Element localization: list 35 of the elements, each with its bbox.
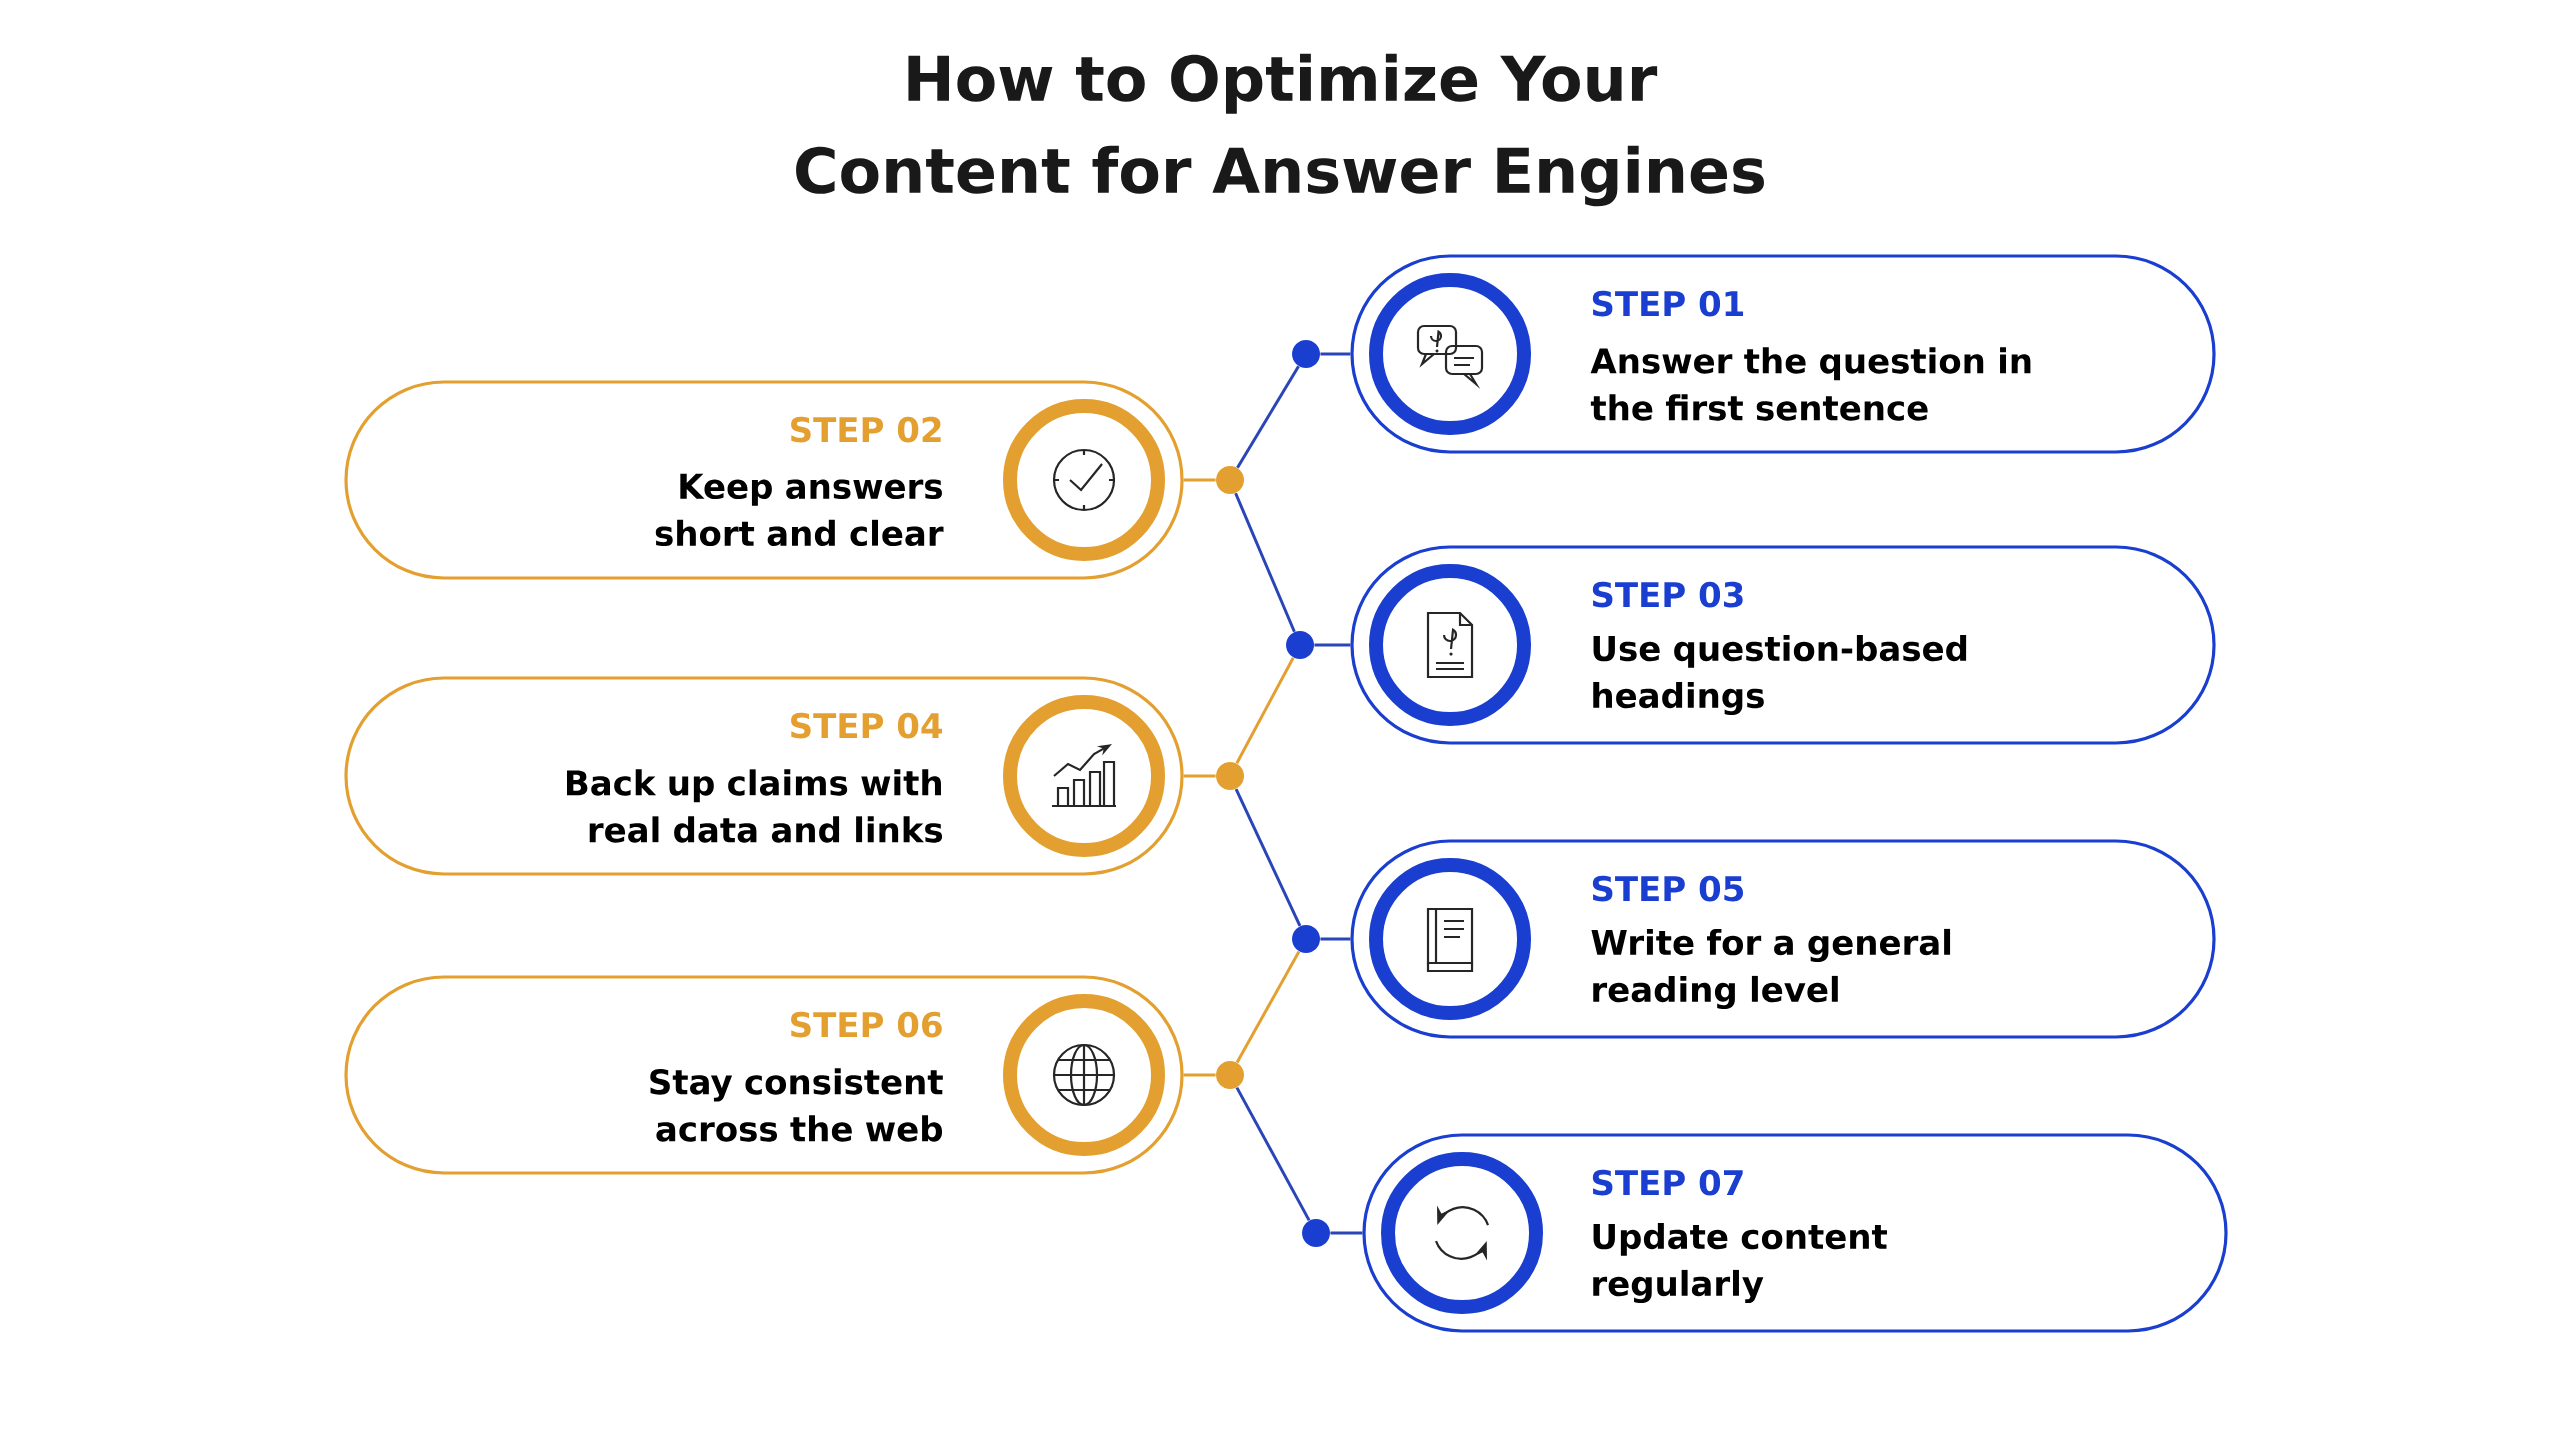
step-text: Answer the question in the first sentence — [1590, 347, 2031, 421]
connector-line — [1234, 492, 1296, 633]
connector-line — [1235, 657, 1295, 764]
connector-dot — [1302, 1219, 1330, 1247]
connector-line — [1183, 478, 1216, 482]
step-heading: STEP 04 — [791, 712, 943, 739]
connector-line — [1183, 774, 1216, 778]
connector-line — [1320, 937, 1351, 941]
connector-dot — [1292, 340, 1320, 368]
connector-dot — [1292, 925, 1320, 953]
step-text: Back up claims with real data and links — [567, 769, 942, 843]
step-text: Keep answers short and clear — [655, 473, 944, 547]
connector-dot — [1286, 631, 1314, 659]
step-heading: STEP 01 — [1592, 290, 1744, 317]
connector-line — [1235, 950, 1301, 1064]
step-text: Write for a general reading level — [1591, 928, 1951, 1010]
connector-dot — [1216, 466, 1244, 494]
connector-line — [1314, 643, 1351, 647]
connector-line — [1235, 1086, 1311, 1222]
step-text: Stay consistent across the web — [650, 1068, 943, 1142]
step-text: Update content regularly — [1593, 1222, 1887, 1304]
connector-line — [1320, 352, 1351, 356]
step-heading: STEP 02 — [791, 416, 941, 443]
connector-line — [1183, 1073, 1216, 1077]
connector-line — [1330, 1231, 1363, 1235]
step-text: Use question-based headings — [1593, 634, 1967, 716]
connector-line — [1236, 365, 1300, 469]
step-heading: STEP 07 — [1592, 1169, 1743, 1196]
step-heading: STEP 03 — [1592, 581, 1743, 608]
title: How to Optimize Your Content for Answer Engines — [796, 53, 1764, 207]
step-heading: STEP 06 — [791, 1011, 942, 1038]
connector-dot — [1216, 762, 1244, 790]
connector-dot — [1216, 1061, 1244, 1089]
step-heading: STEP 05 — [1592, 875, 1743, 902]
connector-line — [1234, 788, 1302, 927]
